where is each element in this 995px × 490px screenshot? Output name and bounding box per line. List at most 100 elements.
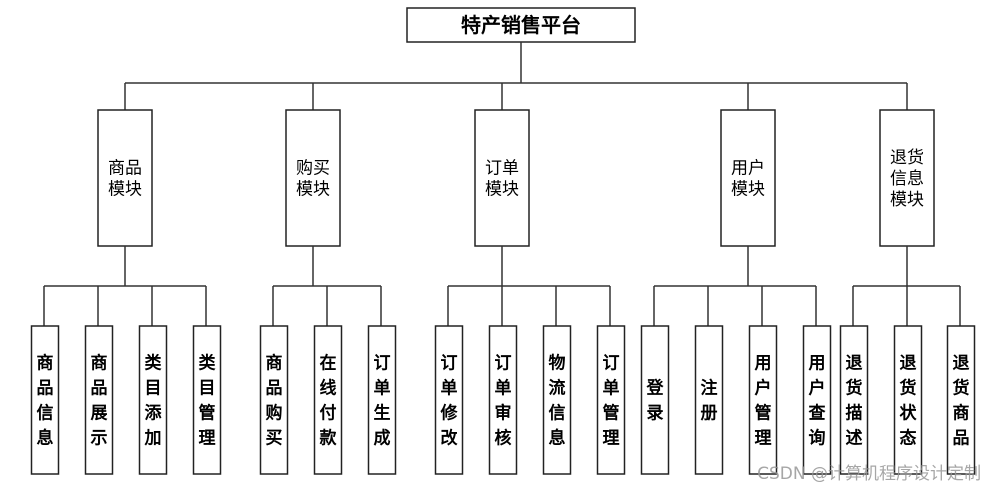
leaf-node-label: 订 [374, 354, 391, 374]
leaf-node-label: 改 [441, 428, 459, 449]
leaf-node-label: 商 [953, 403, 970, 424]
leaf-node-label: 息 [37, 428, 54, 449]
leaf-node-label: 订 [603, 354, 620, 374]
leaf-node-label: 登 [646, 378, 665, 399]
leaf-node [893, 325, 923, 475]
leaf-node-label: 类 [199, 353, 217, 374]
leaf-node-label: 商 [91, 353, 108, 374]
module-node [879, 109, 935, 247]
leaf-node-label: 商 [266, 353, 283, 374]
leaf-node-label: 信 [549, 403, 566, 424]
leaf-node-label: 款 [320, 428, 338, 449]
leaf-node-label: 展 [91, 404, 108, 424]
leaf-node-label: 用 [809, 354, 826, 374]
leaf-node-label: 态 [900, 428, 917, 449]
module-node [474, 109, 530, 247]
leaf-node-label: 修 [440, 403, 459, 424]
leaf-node-label: 查 [808, 403, 827, 424]
leaf-node-label: 流 [549, 378, 566, 399]
leaf-node-label: 品 [37, 379, 54, 399]
leaf-node-label: 管 [755, 403, 772, 424]
leaf-node-label: 退 [846, 354, 863, 374]
leaf-node-label: 订 [441, 354, 458, 374]
watermark: CSDN @计算机程序设计定制 [757, 464, 981, 484]
leaf-node [839, 325, 869, 475]
module-node-label: 用户 [731, 159, 765, 179]
leaf-node-label: 加 [144, 429, 162, 449]
leaf-node-label: 退 [953, 354, 970, 374]
leaf-node-label: 询 [809, 428, 826, 449]
leaf-node [694, 325, 724, 475]
leaf-node-label: 录 [647, 404, 664, 424]
leaf-node-label: 单 [374, 378, 391, 399]
leaf-node-label: 品 [953, 429, 970, 449]
leaf-node-label: 类 [145, 353, 163, 374]
module-node-label: 退货 [890, 148, 924, 168]
leaf-node-label: 订 [495, 354, 512, 374]
leaf-node-label: 理 [755, 429, 772, 449]
leaf-node [313, 325, 343, 475]
leaf-node-label: 单 [495, 378, 512, 399]
leaf-node [596, 325, 626, 475]
leaf-node [488, 325, 518, 475]
leaf-node-label: 生 [374, 403, 391, 424]
leaf-node [192, 325, 222, 475]
leaf-node-label: 货 [953, 378, 970, 399]
module-node-label: 信息 [890, 169, 924, 189]
leaf-node-label: 理 [199, 429, 216, 449]
leaf-node-label: 管 [199, 403, 216, 424]
module-node-label: 购买 [296, 159, 330, 179]
leaf-node-label: 购 [266, 403, 283, 424]
leaf-node-label: 管 [603, 403, 620, 424]
leaf-node [434, 325, 464, 475]
leaf-node-label: 描 [846, 403, 863, 424]
leaf-node-label: 目 [145, 379, 162, 399]
leaf-node [30, 325, 60, 475]
leaf-node-label: 商 [37, 353, 54, 374]
leaf-node-label: 册 [701, 404, 718, 424]
leaf-node [367, 325, 397, 475]
leaf-node [259, 325, 289, 475]
leaf-node-label: 核 [495, 428, 512, 449]
leaf-node-label: 单 [441, 378, 458, 399]
leaf-node-label: 户 [755, 378, 772, 399]
leaf-node-label: 添 [145, 403, 163, 424]
leaf-node-label: 买 [266, 429, 283, 449]
leaf-node-label: 户 [809, 378, 826, 399]
leaf-node-label: 注 [701, 378, 718, 399]
module-node-label: 商品 [108, 159, 142, 179]
root-node-label: 特产销售平台 [461, 13, 581, 37]
leaf-node-label: 货 [846, 378, 863, 399]
leaf-node-label: 状 [900, 403, 918, 424]
leaf-node-label: 息 [549, 428, 566, 449]
leaf-node-label: 述 [846, 429, 863, 449]
leaf-node [946, 325, 976, 475]
root-node [406, 7, 636, 43]
leaf-node-label: 货 [900, 378, 917, 399]
leaf-node-label: 在 [320, 353, 337, 374]
module-node-label: 模块 [296, 180, 330, 200]
module-node-label: 模块 [485, 180, 519, 200]
leaf-node-label: 理 [603, 429, 620, 449]
leaf-node-label: 品 [91, 379, 108, 399]
module-node-label: 订单 [485, 159, 519, 179]
leaf-node-label: 目 [199, 379, 216, 399]
leaf-node [138, 325, 168, 475]
leaf-node-label: 审 [495, 403, 512, 424]
leaf-node-label: 用 [755, 354, 772, 374]
leaf-node [542, 325, 572, 475]
leaf-node-label: 示 [91, 429, 108, 449]
leaf-node [640, 325, 670, 475]
leaf-node-label: 付 [320, 403, 337, 424]
leaf-node [802, 325, 832, 475]
leaf-node [84, 325, 114, 475]
module-node-label: 模块 [890, 190, 924, 210]
leaf-node-label: 线 [320, 378, 337, 399]
leaf-node [748, 325, 778, 475]
module-node-label: 模块 [731, 180, 765, 200]
module-node [97, 109, 153, 247]
leaf-node-label: 信 [37, 403, 54, 424]
module-node-label: 模块 [108, 180, 142, 200]
leaf-node-label: 单 [603, 378, 620, 399]
